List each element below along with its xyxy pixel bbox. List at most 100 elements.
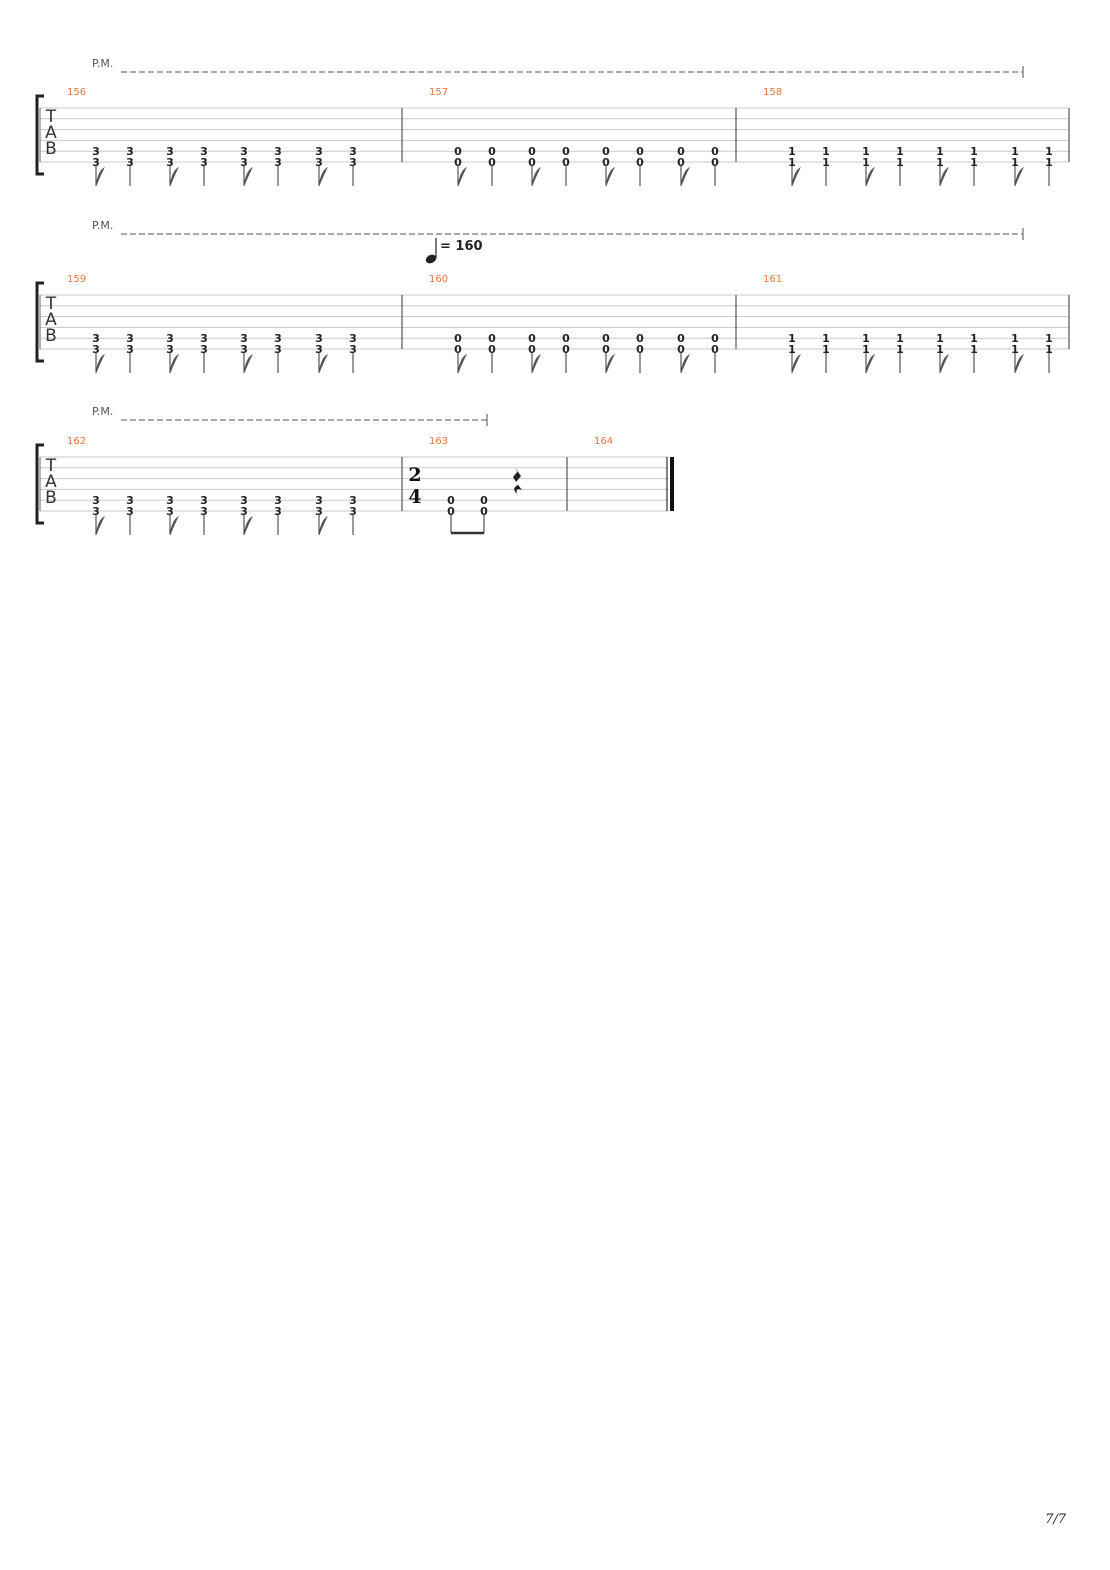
note-flag bbox=[457, 353, 468, 374]
fret-number: 0 bbox=[677, 343, 685, 356]
note-flag bbox=[95, 515, 106, 536]
fret-number: 1 bbox=[788, 145, 796, 158]
note-flag bbox=[605, 353, 616, 374]
tempo-note-head bbox=[425, 254, 437, 264]
fret-number: 1 bbox=[788, 343, 796, 356]
fret-number: 3 bbox=[315, 332, 323, 345]
note-flag bbox=[318, 353, 329, 374]
note-flag bbox=[939, 166, 950, 187]
note-flag bbox=[791, 353, 802, 374]
note-flag bbox=[318, 515, 329, 536]
fret-number: 3 bbox=[92, 494, 100, 507]
fret-number: 0 bbox=[677, 156, 685, 169]
fret-number: 1 bbox=[936, 156, 944, 169]
fret-number: 1 bbox=[896, 145, 904, 158]
fret-number: 3 bbox=[274, 156, 282, 169]
fret-number: 1 bbox=[1011, 332, 1019, 345]
fret-number: 3 bbox=[92, 332, 100, 345]
fret-number: 0 bbox=[602, 332, 610, 345]
fret-number: 0 bbox=[480, 505, 488, 518]
fret-number: 0 bbox=[488, 156, 496, 169]
fret-number: 3 bbox=[166, 145, 174, 158]
tab-clef-letter: B bbox=[45, 488, 57, 508]
note-flag bbox=[531, 166, 542, 187]
page-number: 7/7 bbox=[1045, 1512, 1067, 1527]
fret-number: 0 bbox=[602, 343, 610, 356]
fret-number: 0 bbox=[454, 332, 462, 345]
note-flag bbox=[680, 166, 691, 187]
fret-number: 0 bbox=[636, 332, 644, 345]
fret-number: 0 bbox=[711, 343, 719, 356]
fret-number: 3 bbox=[200, 156, 208, 169]
fret-number: 3 bbox=[200, 343, 208, 356]
system-bracket bbox=[35, 281, 44, 363]
fret-number: 3 bbox=[240, 494, 248, 507]
fret-number: 1 bbox=[822, 332, 830, 345]
fret-number: 3 bbox=[240, 343, 248, 356]
fret-number: 1 bbox=[896, 343, 904, 356]
fret-number: 0 bbox=[454, 343, 462, 356]
final-barline-thick bbox=[670, 457, 674, 511]
note-flag bbox=[865, 353, 876, 374]
fret-number: 0 bbox=[562, 145, 570, 158]
fret-number: 1 bbox=[896, 332, 904, 345]
fret-number: 1 bbox=[862, 343, 870, 356]
fret-number: 1 bbox=[788, 332, 796, 345]
fret-number: 1 bbox=[1045, 332, 1053, 345]
fret-number: 3 bbox=[349, 145, 357, 158]
fret-number: 3 bbox=[126, 494, 134, 507]
fret-number: 1 bbox=[822, 343, 830, 356]
note-flag bbox=[169, 515, 180, 536]
fret-number: 1 bbox=[896, 156, 904, 169]
fret-number: 0 bbox=[711, 332, 719, 345]
fret-number: 3 bbox=[274, 343, 282, 356]
fret-number: 3 bbox=[200, 332, 208, 345]
measure-number: 156 bbox=[67, 87, 86, 98]
fret-number: 3 bbox=[274, 332, 282, 345]
note-flag bbox=[95, 166, 106, 187]
fret-number: 3 bbox=[315, 343, 323, 356]
note-flag bbox=[169, 166, 180, 187]
fret-number: 3 bbox=[349, 156, 357, 169]
fret-number: 3 bbox=[92, 156, 100, 169]
fret-number: 3 bbox=[240, 145, 248, 158]
fret-number: 0 bbox=[602, 145, 610, 158]
note-flag bbox=[680, 353, 691, 374]
fret-number: 1 bbox=[936, 343, 944, 356]
fret-number: 3 bbox=[166, 505, 174, 518]
note-flag bbox=[95, 353, 106, 374]
tab-clef-letter: A bbox=[45, 123, 57, 143]
fret-number: 1 bbox=[1045, 145, 1053, 158]
tab-clef-letter: A bbox=[45, 472, 57, 492]
fret-number: 1 bbox=[970, 145, 978, 158]
fret-number: 1 bbox=[822, 156, 830, 169]
fret-number: 0 bbox=[711, 145, 719, 158]
time-signature-bottom: 4 bbox=[408, 486, 421, 508]
fret-number: 1 bbox=[862, 145, 870, 158]
fret-number: 0 bbox=[488, 145, 496, 158]
fret-number: 1 bbox=[862, 156, 870, 169]
note-flag bbox=[1014, 166, 1025, 187]
fret-number: 0 bbox=[454, 145, 462, 158]
fret-number: 0 bbox=[480, 494, 488, 507]
measure-number: 160 bbox=[429, 274, 448, 285]
fret-number: 1 bbox=[970, 332, 978, 345]
fret-number: 3 bbox=[92, 343, 100, 356]
note-flag bbox=[1014, 353, 1025, 374]
fret-number: 1 bbox=[1045, 343, 1053, 356]
time-signature-top: 2 bbox=[408, 464, 421, 486]
fret-number: 0 bbox=[528, 343, 536, 356]
fret-number: 1 bbox=[1011, 156, 1019, 169]
fret-number: 3 bbox=[315, 145, 323, 158]
tab-clef-letter: B bbox=[45, 326, 57, 346]
fret-number: 0 bbox=[636, 343, 644, 356]
note-flag bbox=[605, 166, 616, 187]
fret-number: 3 bbox=[92, 145, 100, 158]
tab-clef-letter: T bbox=[45, 456, 57, 476]
note-flag bbox=[939, 353, 950, 374]
quarter-rest bbox=[513, 468, 522, 494]
note-flag bbox=[243, 166, 254, 187]
fret-number: 0 bbox=[528, 145, 536, 158]
fret-number: 3 bbox=[200, 145, 208, 158]
